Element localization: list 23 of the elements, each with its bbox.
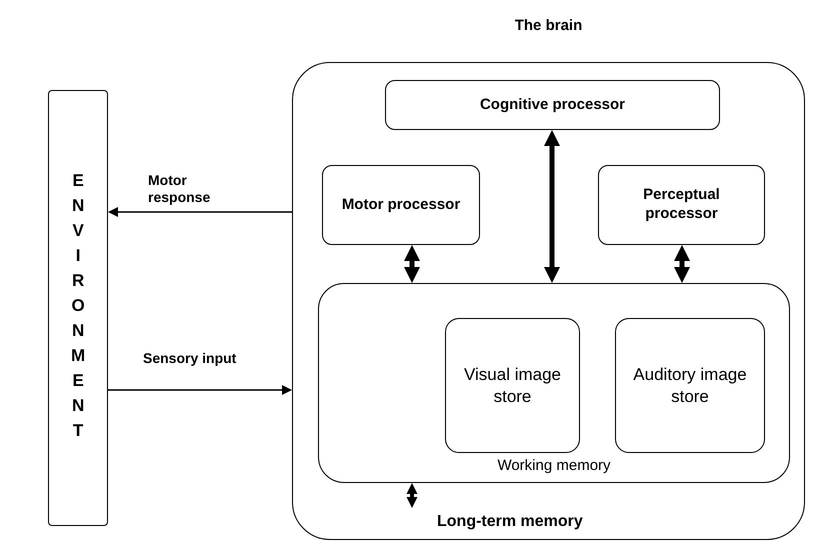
memory-label: Long-term memory xyxy=(436,512,583,532)
memory-box xyxy=(318,283,790,483)
processor-box xyxy=(598,165,765,245)
diagram-heading: The brain xyxy=(514,17,584,36)
arrow xyxy=(404,245,420,283)
edge-label: Sensory input xyxy=(143,350,238,367)
arrow xyxy=(108,385,292,395)
box-label: Motor processor xyxy=(340,196,462,214)
box-label: Working memory xyxy=(496,457,612,476)
arrow xyxy=(544,130,560,283)
box-label: Visual image store xyxy=(462,364,562,407)
environment-box xyxy=(48,90,108,526)
box-label: ENVIRONMENT xyxy=(68,170,89,446)
store-box xyxy=(445,318,580,453)
box-label: Perceptual processor xyxy=(642,186,721,224)
box-label: Auditory image store xyxy=(632,364,748,407)
arrow xyxy=(674,245,690,283)
store-box xyxy=(615,318,765,453)
processor-box xyxy=(385,80,720,130)
box-label: Cognitive processor xyxy=(478,96,626,114)
arrow xyxy=(406,483,418,508)
arrow xyxy=(108,207,292,217)
processor-box xyxy=(322,165,480,245)
